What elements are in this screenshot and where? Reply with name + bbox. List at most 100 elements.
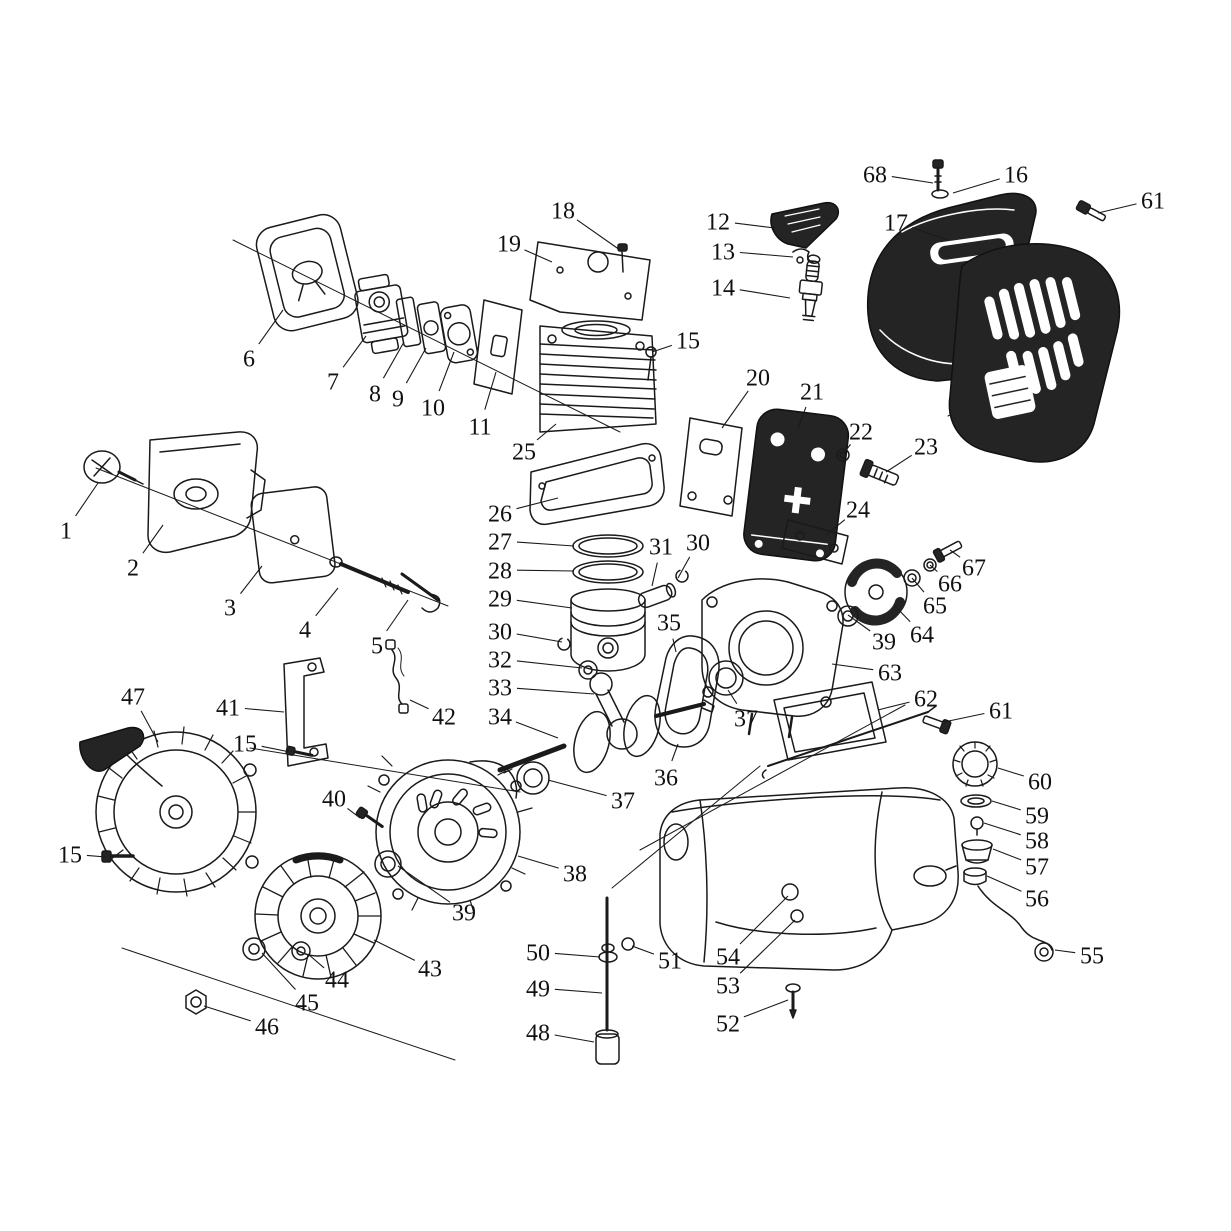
part-number-label: 30 <box>488 619 512 645</box>
connecting-rod <box>589 672 638 750</box>
leader-line <box>554 988 603 994</box>
piston-pin <box>637 582 677 609</box>
cap-tether <box>977 885 1054 962</box>
part-number-label: 32 <box>488 647 512 673</box>
part-number-label: 53 <box>716 973 740 999</box>
leader-line <box>516 599 573 609</box>
part-number-label: 3 <box>224 595 236 621</box>
leader-line <box>739 919 796 974</box>
leader-lines <box>75 176 1137 1043</box>
leader-line <box>797 406 807 429</box>
clutch-flat-washer <box>923 558 937 572</box>
muffler-lock-washer <box>836 448 850 462</box>
flywheel-cup-washer <box>291 941 311 961</box>
part-number-label: 50 <box>526 940 550 966</box>
leader-line <box>986 875 1022 892</box>
part-number-label: 61 <box>1141 188 1165 214</box>
fan-housing <box>367 755 533 914</box>
part-number-label: 11 <box>468 414 491 440</box>
leader-line <box>140 710 159 743</box>
air-filter-cover <box>255 213 359 332</box>
leader-line <box>397 865 451 903</box>
leader-line <box>1054 949 1076 954</box>
leader-line <box>891 176 934 184</box>
leader-line <box>405 347 427 384</box>
choke-knob <box>770 201 840 249</box>
leader-line <box>554 1034 595 1043</box>
cover-screw-icon <box>1075 200 1107 222</box>
part-number-label: 8 <box>369 381 381 407</box>
housing-bolt <box>355 806 384 828</box>
leader-line <box>409 699 429 710</box>
leader-line <box>386 599 409 632</box>
fuel-cap <box>952 741 998 787</box>
part-number-label: 6 <box>243 346 255 372</box>
part-number-label: 59 <box>1025 803 1049 829</box>
leader-line <box>877 701 910 711</box>
oil-seal <box>374 850 402 878</box>
crank-bearing-right <box>708 660 744 696</box>
part-number-label: 15 <box>233 731 257 757</box>
leader-line <box>992 848 1022 861</box>
starter-screw <box>101 850 135 863</box>
recoil-starter <box>79 726 259 897</box>
leader-line <box>244 707 285 713</box>
bracket-screw <box>285 745 314 757</box>
part-number-label: 44 <box>325 967 349 993</box>
part-number-label: 24 <box>846 497 870 523</box>
leader-line <box>307 953 325 969</box>
part-number-label: 25 <box>512 439 536 465</box>
part-number-label: 62 <box>914 686 938 712</box>
leader-line <box>382 341 405 379</box>
part-number-label: 23 <box>914 434 938 460</box>
part-number-label: 35 <box>657 610 681 636</box>
part-number-label: 39 <box>452 900 476 926</box>
part-number-label: 37 <box>611 788 635 814</box>
leader-line <box>203 1005 251 1022</box>
part-number-label: 55 <box>1080 943 1104 969</box>
leader-line <box>847 614 871 632</box>
part-number-label: 9 <box>392 386 404 412</box>
part-number-label: 14 <box>711 275 735 301</box>
leader-line <box>911 227 949 241</box>
leader-line <box>536 423 557 441</box>
leader-line <box>672 638 677 653</box>
leader-line <box>991 800 1021 811</box>
flywheel <box>254 852 382 980</box>
part-number-label: 68 <box>863 162 887 188</box>
part-number-label: 10 <box>421 395 445 421</box>
part-number-label: 5 <box>371 633 383 659</box>
part-number-label: 30 <box>686 530 710 556</box>
fuel-filter <box>595 1029 620 1065</box>
clutch-bearing <box>903 569 921 587</box>
cover-bolt <box>932 159 944 192</box>
leader-line <box>261 745 291 753</box>
leader-line <box>825 519 846 536</box>
insulator-spacer <box>416 301 447 355</box>
part-number-label: 63 <box>878 660 902 686</box>
spark-plug <box>798 254 823 322</box>
part-number-label: 48 <box>526 1020 550 1046</box>
leader-line <box>516 633 563 643</box>
part-number-label: 15 <box>676 328 700 354</box>
crankcase-gasket <box>654 635 720 748</box>
throttle-rod <box>761 705 937 779</box>
engine-main-cover <box>948 243 1121 463</box>
piston-circlip-right <box>675 569 689 583</box>
muffler-bracket <box>781 519 849 565</box>
leader-line <box>576 219 621 251</box>
part-number-label: 22 <box>849 419 873 445</box>
cap-valve <box>970 816 984 836</box>
part-number-label: 45 <box>295 990 319 1016</box>
leader-line <box>516 569 575 572</box>
part-number-label: 36 <box>654 765 678 791</box>
part-number-label: 49 <box>526 976 550 1002</box>
clutch-assembly <box>844 558 908 626</box>
cylinder <box>539 320 657 433</box>
muffler <box>743 408 850 562</box>
leader-line <box>517 855 559 869</box>
carburetor-gasket <box>395 296 422 348</box>
leader-line <box>997 767 1024 777</box>
